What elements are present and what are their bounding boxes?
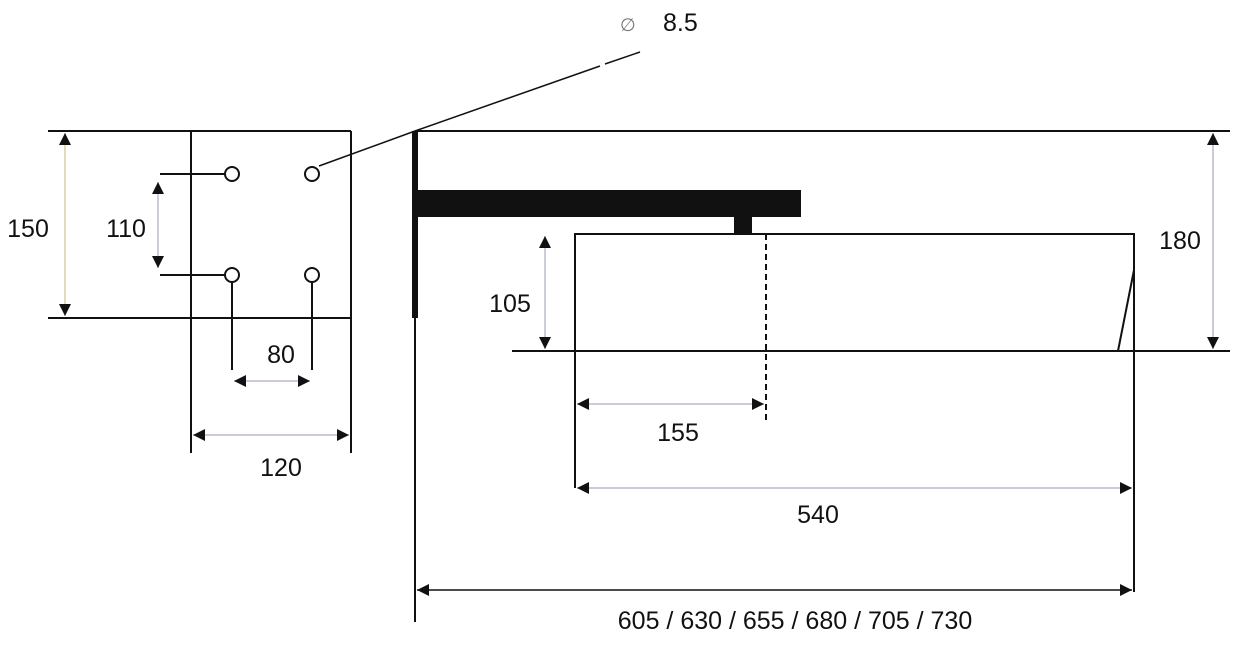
label-155: 155 bbox=[657, 419, 699, 447]
label-180: 180 bbox=[1159, 227, 1201, 255]
mounting-hole bbox=[224, 267, 240, 283]
leader-line bbox=[604, 51, 641, 65]
label-diameter: 8.5 bbox=[663, 9, 698, 37]
label-540: 540 bbox=[797, 501, 839, 529]
mounting-hole bbox=[304, 267, 320, 283]
door-closer-side-view: 105 180 155 540 605 / 630 / 655 / 680 / … bbox=[412, 130, 1230, 635]
body-end-slant bbox=[1117, 269, 1135, 352]
arm bbox=[415, 190, 801, 217]
closer-body bbox=[574, 233, 1135, 352]
label-120: 120 bbox=[260, 454, 302, 482]
label-110: 110 bbox=[106, 215, 146, 243]
label-105: 105 bbox=[489, 290, 531, 318]
diameter-icon: ∅ bbox=[620, 15, 636, 35]
pivot-block bbox=[734, 217, 752, 234]
mounting-plate-view: 150 110 80 120 bbox=[7, 130, 352, 482]
label-80: 80 bbox=[267, 341, 295, 369]
hole-diameter-callout: ∅ 8.5 bbox=[318, 9, 698, 167]
mounting-hole bbox=[224, 166, 240, 182]
label-150: 150 bbox=[7, 215, 49, 243]
mounting-hole bbox=[304, 166, 320, 182]
leader-line bbox=[318, 65, 601, 167]
wall-mount-post bbox=[412, 131, 418, 318]
label-overall-length: 605 / 630 / 655 / 680 / 705 / 730 bbox=[618, 607, 972, 635]
